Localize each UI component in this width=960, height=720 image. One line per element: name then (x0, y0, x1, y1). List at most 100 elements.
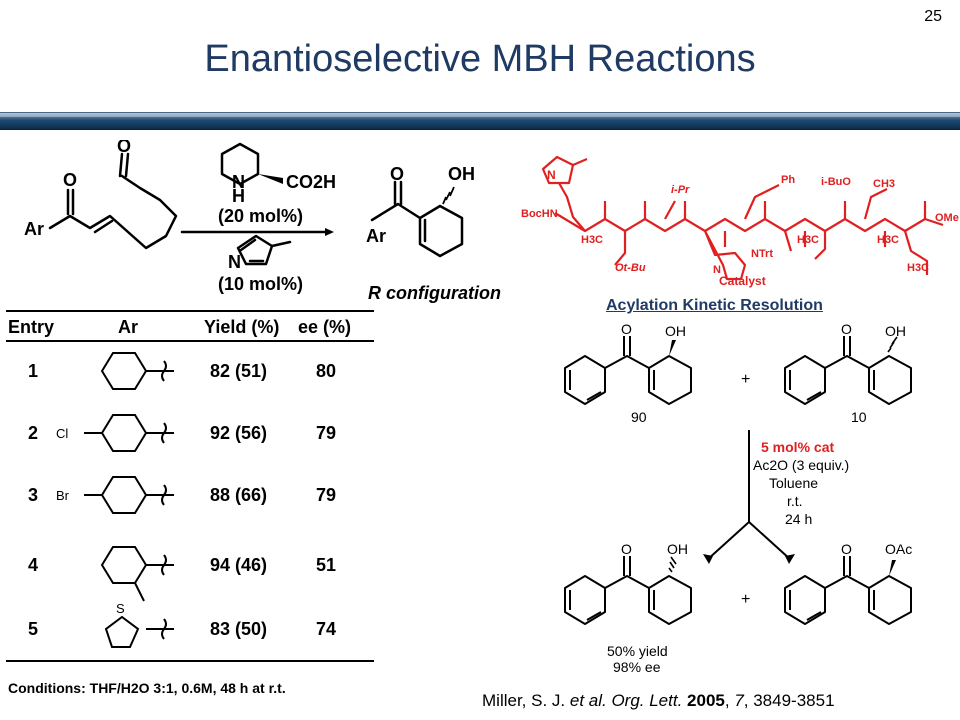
cell-ee: 74 (316, 619, 336, 639)
cell-substituent: Cl (56, 426, 68, 441)
cat-h3c-c: H3C (877, 234, 899, 246)
svg-text:N: N (547, 168, 556, 182)
aryl-ring (100, 476, 148, 514)
cat-h3c-b: H3C (797, 234, 819, 246)
pip-h: H (232, 186, 245, 206)
cell-yield: 88 (66) (210, 485, 267, 505)
cat-ph: Ph (781, 174, 795, 186)
kr-bl-oh: OH (667, 541, 688, 557)
cell-entry: 1 (28, 361, 38, 381)
reactant-aldehyde-o: O (117, 140, 131, 156)
citation-authors: Miller, S. J. (482, 691, 570, 710)
cat-h3c-a: H3C (581, 234, 603, 246)
col-header-yield: Yield (%) (204, 317, 279, 337)
cell-entry: 2 (28, 423, 38, 443)
attachment-bond (146, 618, 174, 640)
ratio-right: 10 (851, 409, 867, 425)
cell-yield: 92 (56) (210, 423, 267, 443)
col-header-ar: Ar (118, 317, 138, 337)
kr-tr-oh: OH (885, 323, 906, 339)
cat-bochn: BocHN (521, 208, 558, 220)
table-row: 3 88 (66) 79 Br (28, 476, 336, 514)
cond-cat: 5 mol% cat (761, 439, 834, 455)
attachment-bond (134, 554, 174, 602)
cell-entry: 4 (28, 555, 38, 575)
table-row: 2 92 (56) 79 Cl (28, 414, 336, 452)
pip-co2h: CO2H (286, 172, 336, 192)
cond-temp: r.t. (787, 493, 803, 509)
kr-tr-o: O (841, 322, 852, 337)
imid-n: N (228, 252, 241, 272)
table-row: 5 83 (50) 74 S (28, 601, 336, 648)
reactant-ar-label: Ar (24, 219, 44, 239)
kr-br-o: O (841, 541, 852, 557)
reagent-amount-1: (20 mol%) (218, 206, 303, 226)
ratio-left: 90 (631, 409, 647, 425)
cat-h3c-d: H3C (907, 262, 929, 274)
cat-n: N (713, 264, 721, 276)
plus-top: + (741, 371, 750, 388)
kr-br-oac: OAc (885, 541, 912, 557)
attachment-bond (84, 422, 174, 444)
aryl-ring (104, 615, 140, 648)
cat-ibuo: i-BuO (821, 176, 851, 188)
aryl-ring (100, 546, 148, 584)
cat-ipr: i-Pr (671, 184, 690, 196)
product-configuration: R configuration (368, 283, 501, 303)
cell-ee: 79 (316, 423, 336, 443)
slide-title: Enantioselective MBH Reactions (204, 38, 756, 80)
catalyst-label: Catalyst (719, 274, 766, 288)
aryl-ring (100, 352, 148, 390)
plus-bottom: + (741, 591, 750, 608)
cond-ac2o: Ac2O (3 equiv.) (753, 457, 849, 473)
product-oh: OH (448, 164, 475, 184)
table-row: 4 94 (46) 51 (28, 546, 336, 602)
cell-ee: 80 (316, 361, 336, 381)
kinetic-resolution-scheme: O OH 90 + O OH 10 5 mol% cat Ac2O (3 equ… (564, 322, 912, 675)
cat-ntrt: NTrt (751, 248, 773, 260)
pip-n: N (232, 172, 245, 192)
conditions-note: Conditions: THF/H2O 3:1, 0.6M, 48 h at r… (8, 680, 286, 696)
cond-solvent: Toluene (769, 475, 818, 491)
product-ee: 98% ee (613, 659, 661, 675)
table-row: 1 82 (51) 80 (28, 352, 336, 390)
kr-bl-o: O (621, 541, 632, 557)
cell-entry: 3 (28, 485, 38, 505)
cat-ome: OMe (935, 212, 959, 224)
citation-pages: , 3849-3851 (743, 691, 835, 710)
aryl-ring (100, 414, 148, 452)
attachment-bond (84, 484, 174, 506)
citation: Miller, S. J. et al. Org. Lett. 2005, 7,… (482, 691, 835, 710)
cell-yield: 82 (51) (210, 361, 267, 381)
citation-volume: 7 (734, 691, 744, 710)
cell-yield: 94 (46) (210, 555, 267, 575)
cat-otbu: Ot-Bu (615, 262, 646, 274)
col-header-ee: ee (%) (298, 317, 351, 337)
cell-yield: 83 (50) (210, 619, 267, 639)
cond-time: 24 h (785, 511, 812, 527)
col-header-entry: Entry (8, 317, 54, 337)
reactant-ketone-o: O (63, 170, 77, 190)
results-table: Entry Ar Yield (%) ee (%) 1 82 (51) 80 2 92 … (6, 310, 374, 662)
citation-etal: et al. (569, 691, 607, 710)
cell-entry: 5 (28, 619, 38, 639)
cell-ee: 51 (316, 555, 336, 575)
citation-year: 2005 (687, 691, 725, 710)
product-yield: 50% yield (607, 643, 668, 659)
page-number: 25 (924, 8, 942, 25)
product-ar-label: Ar (366, 226, 386, 246)
citation-journal: Org. Lett. (606, 691, 688, 710)
mbh-reaction-scheme: Ar O O N H CO2H (20 mol%) N (10 mol%) Ar… (24, 140, 501, 303)
cell-ee: 79 (316, 485, 336, 505)
cell-substituent: S (116, 601, 125, 616)
attachment-bond (146, 360, 174, 382)
peptide-catalyst: N BocHN i-Pr Ph i-BuO CH3 OMe Ot-Bu H3C … (521, 155, 959, 288)
acylation-title: Acylation Kinetic Resolution (606, 297, 823, 314)
title-divider-bar (0, 112, 960, 130)
kr-tl-oh: OH (665, 323, 686, 339)
kr-tl-o: O (621, 322, 632, 337)
product-o: O (390, 164, 404, 184)
reagent-amount-2: (10 mol%) (218, 274, 303, 294)
cell-substituent: Br (56, 488, 70, 503)
cat-ch3: CH3 (873, 178, 895, 190)
